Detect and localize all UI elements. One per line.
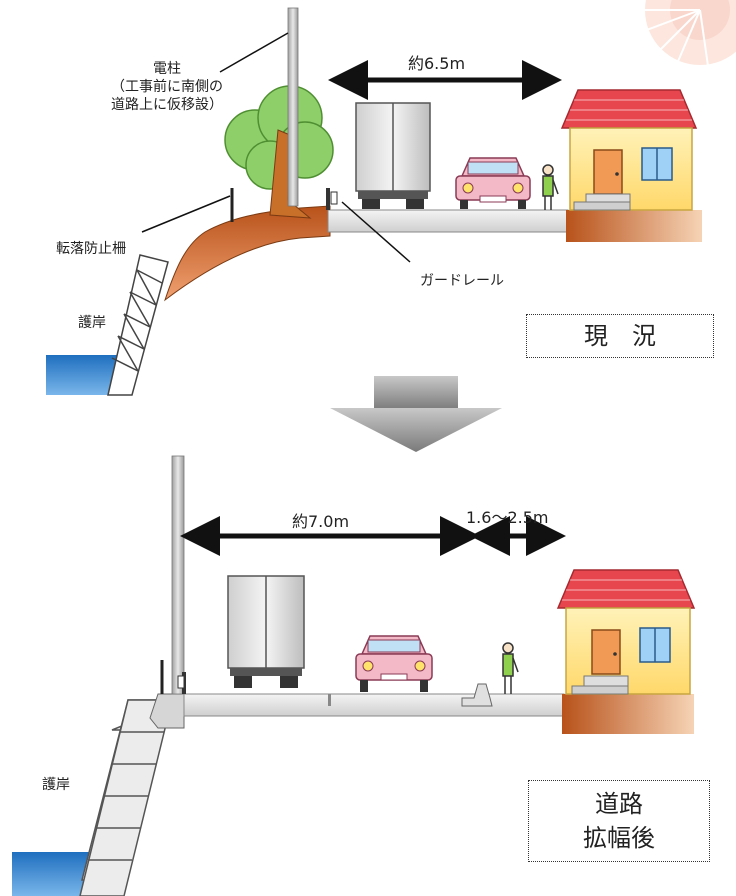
after-status-line1: 道路 [595,790,643,818]
utility-pole-icon [287,7,299,207]
current-state-box: 現 況 [526,314,714,358]
pole-label-line1: 電柱 [153,61,181,77]
revetment-label-after: 護岸 [42,777,70,793]
embankment-soil [164,205,331,302]
fence-leader-line [141,195,231,233]
road-surface-after [183,693,565,717]
current-state-section [46,7,702,396]
revetment-wall [107,254,169,396]
sidewalk-curb [461,683,493,707]
after-widening-box: 道路 拡幅後 [528,780,710,862]
arrow-down-icon [330,376,502,452]
pole-label-line3: 道路上に仮移設） [111,97,223,113]
after-status-line2: 拡幅後 [583,824,655,852]
utility-pole-label: 電柱 （工事前に南側の 道路上に仮移設） [72,60,262,114]
revetment-label: 護岸 [78,315,106,331]
after-widening-section [12,455,696,896]
person-icon-after [502,642,519,694]
retaining-base [149,693,185,729]
guardrail-icon [326,188,338,210]
car-icon-after [355,635,433,692]
car-icon [455,157,531,209]
road-width-label-after: 約7.0m [292,512,350,531]
house-ground-after [562,694,694,734]
pole-label-line2: （工事前に南側の [111,79,223,95]
house-icon-after [556,569,696,695]
revetment-wall-after [79,699,174,896]
decorative-sun-icon [619,0,736,81]
house-icon [560,89,698,211]
sidewalk-width-label: 1.6～2.5m [466,508,549,527]
truck-icon [355,102,431,209]
current-state-title: 現 況 [584,322,656,350]
pole-leader-line [219,32,289,73]
guardrail-leader-line [341,201,411,263]
fence-label: 転落防止柵 [56,241,126,257]
utility-pole-icon-after [171,455,185,695]
house-ground [566,210,702,242]
guardrail-label: ガードレール [420,273,504,289]
road-width-label: 約6.5m [408,54,466,73]
guardrail-icon-after [177,672,186,694]
person-icon [542,164,559,210]
road-marker [328,694,331,706]
truck-icon-after [227,575,305,688]
